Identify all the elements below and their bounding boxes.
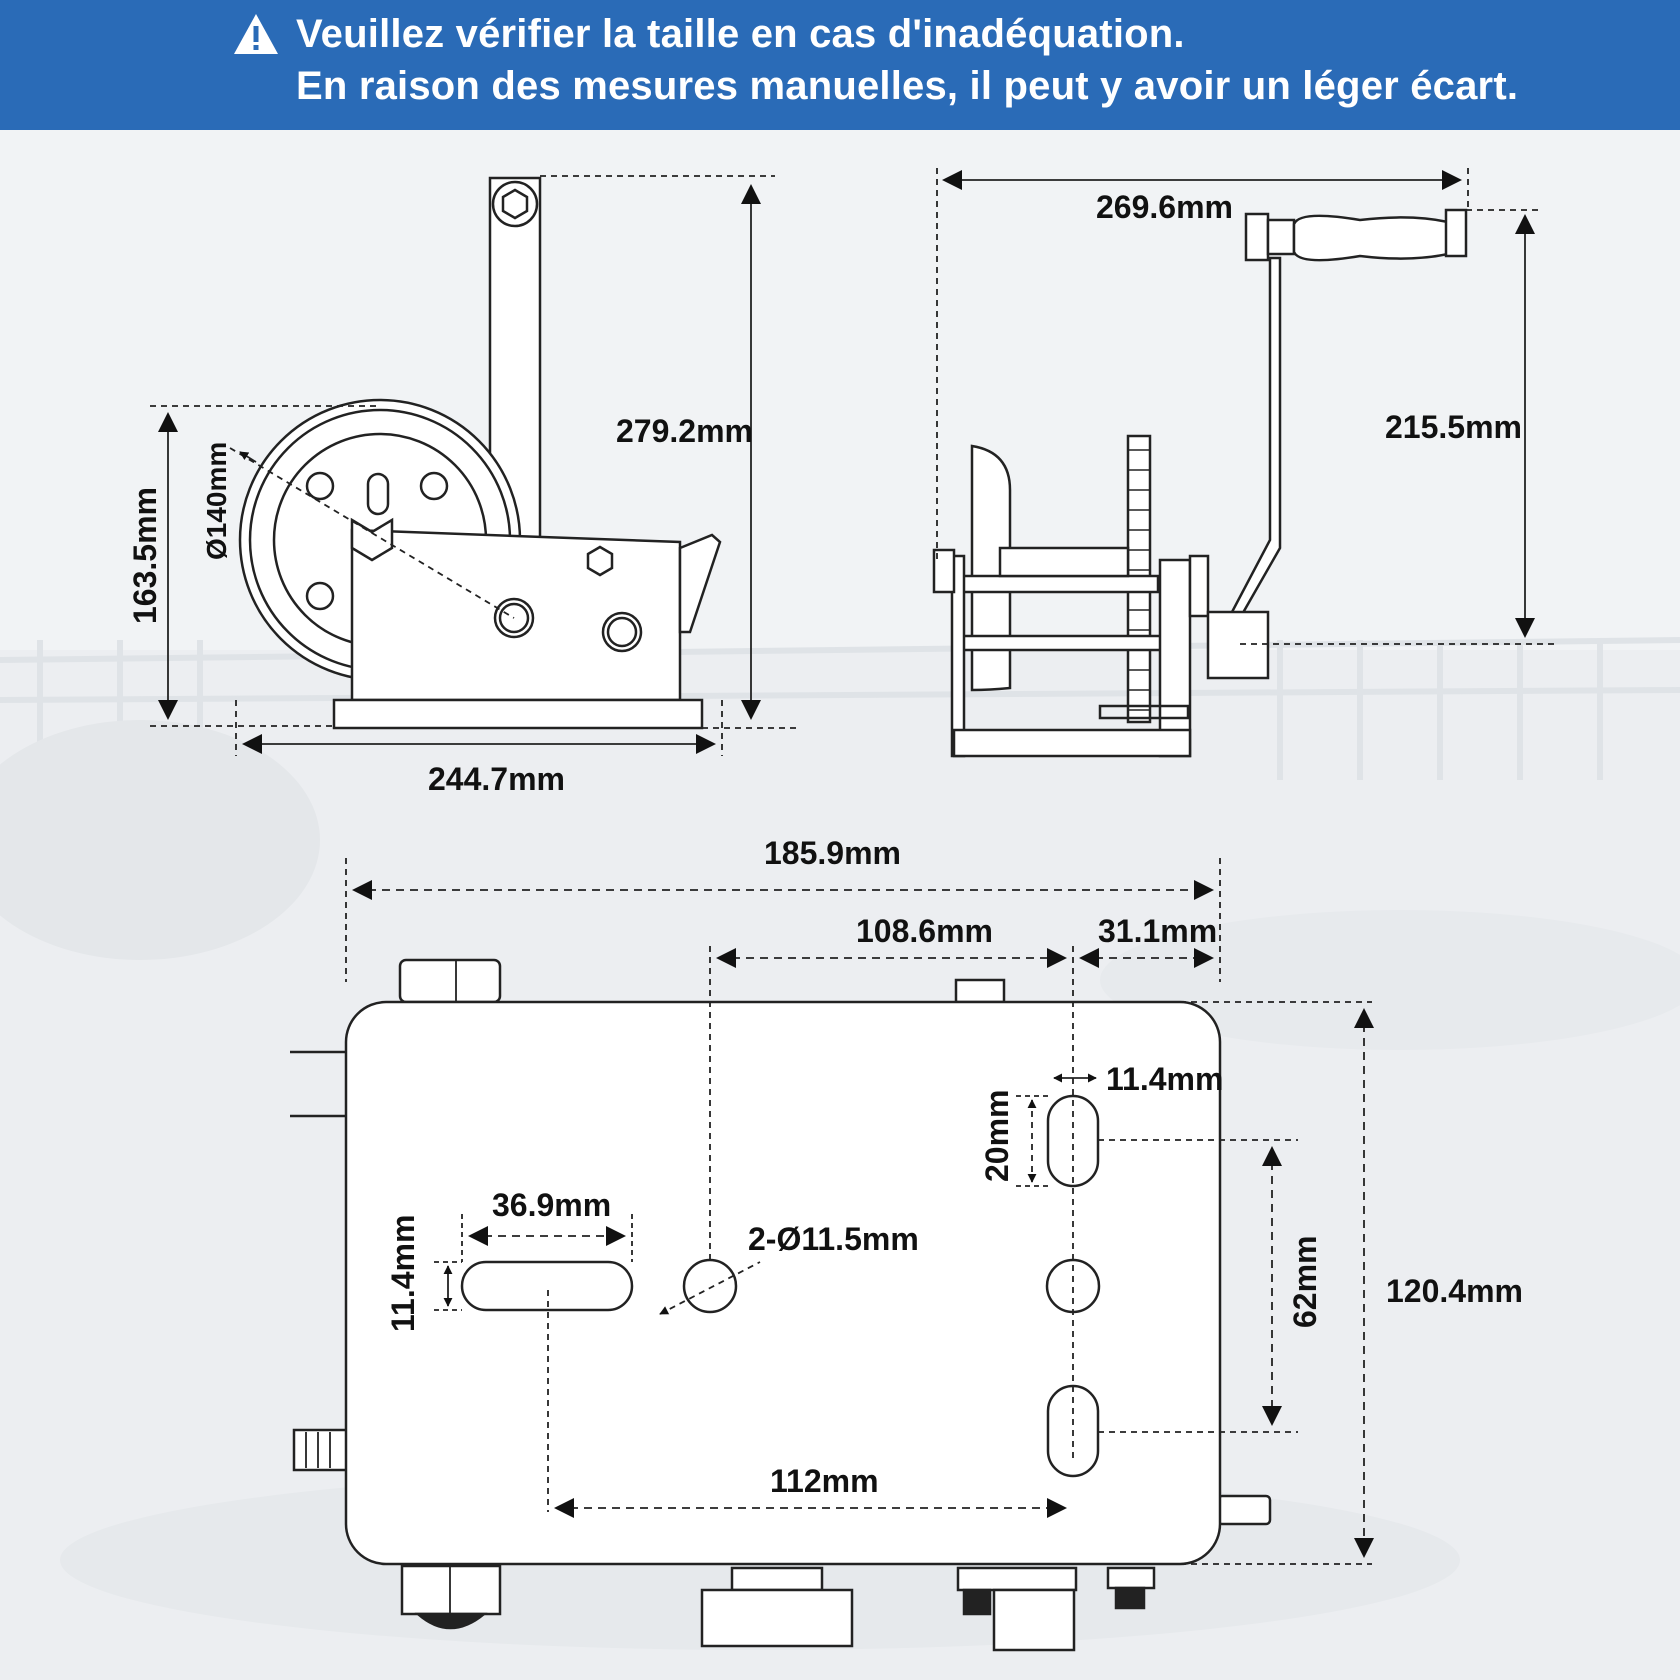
label-overall-width: 185.9mm: [764, 835, 901, 871]
label-slot-length: 36.9mm: [492, 1187, 611, 1223]
label-hole-spacing: 112mm: [770, 1463, 879, 1499]
label-slot-thickness: 11.4mm: [385, 1215, 421, 1332]
label-handle-width: 269.6mm: [1096, 189, 1233, 225]
front-view-dimensions: [936, 168, 1556, 645]
banner-line-1: Veuillez vérifier la taille en cas d'ina…: [296, 12, 1185, 56]
label-drum-diameter: Ø140mm: [201, 442, 232, 560]
top-view: [290, 958, 1272, 1652]
label-edge-offset: 31.1mm: [1098, 913, 1217, 949]
label-handle-height: 215.5mm: [1385, 409, 1522, 445]
label-drum-height: 163.5mm: [127, 487, 163, 624]
label-overall-depth: 120.4mm: [1386, 1273, 1523, 1309]
warning-banner: Veuillez vérifier la taille en cas d'ina…: [0, 0, 1680, 130]
label-hole-diameter: 2-Ø11.5mm: [748, 1221, 919, 1257]
label-slot-width: 11.4mm: [1106, 1061, 1223, 1097]
warning-icon: [234, 14, 278, 54]
banner-line-2: En raison des mesures manuelles, il peut…: [296, 64, 1519, 108]
side-view: [238, 176, 722, 730]
label-slot-spacing: 62mm: [1287, 1236, 1323, 1329]
label-height-total: 279.2mm: [616, 413, 753, 449]
side-view-dimensions: [150, 175, 800, 756]
label-hole-offset: 108.6mm: [856, 913, 993, 949]
top-view-dimensions: [345, 858, 1374, 1565]
front-view: [932, 208, 1468, 758]
label-base-width: 244.7mm: [428, 761, 565, 797]
label-slot-height: 20mm: [979, 1090, 1015, 1183]
